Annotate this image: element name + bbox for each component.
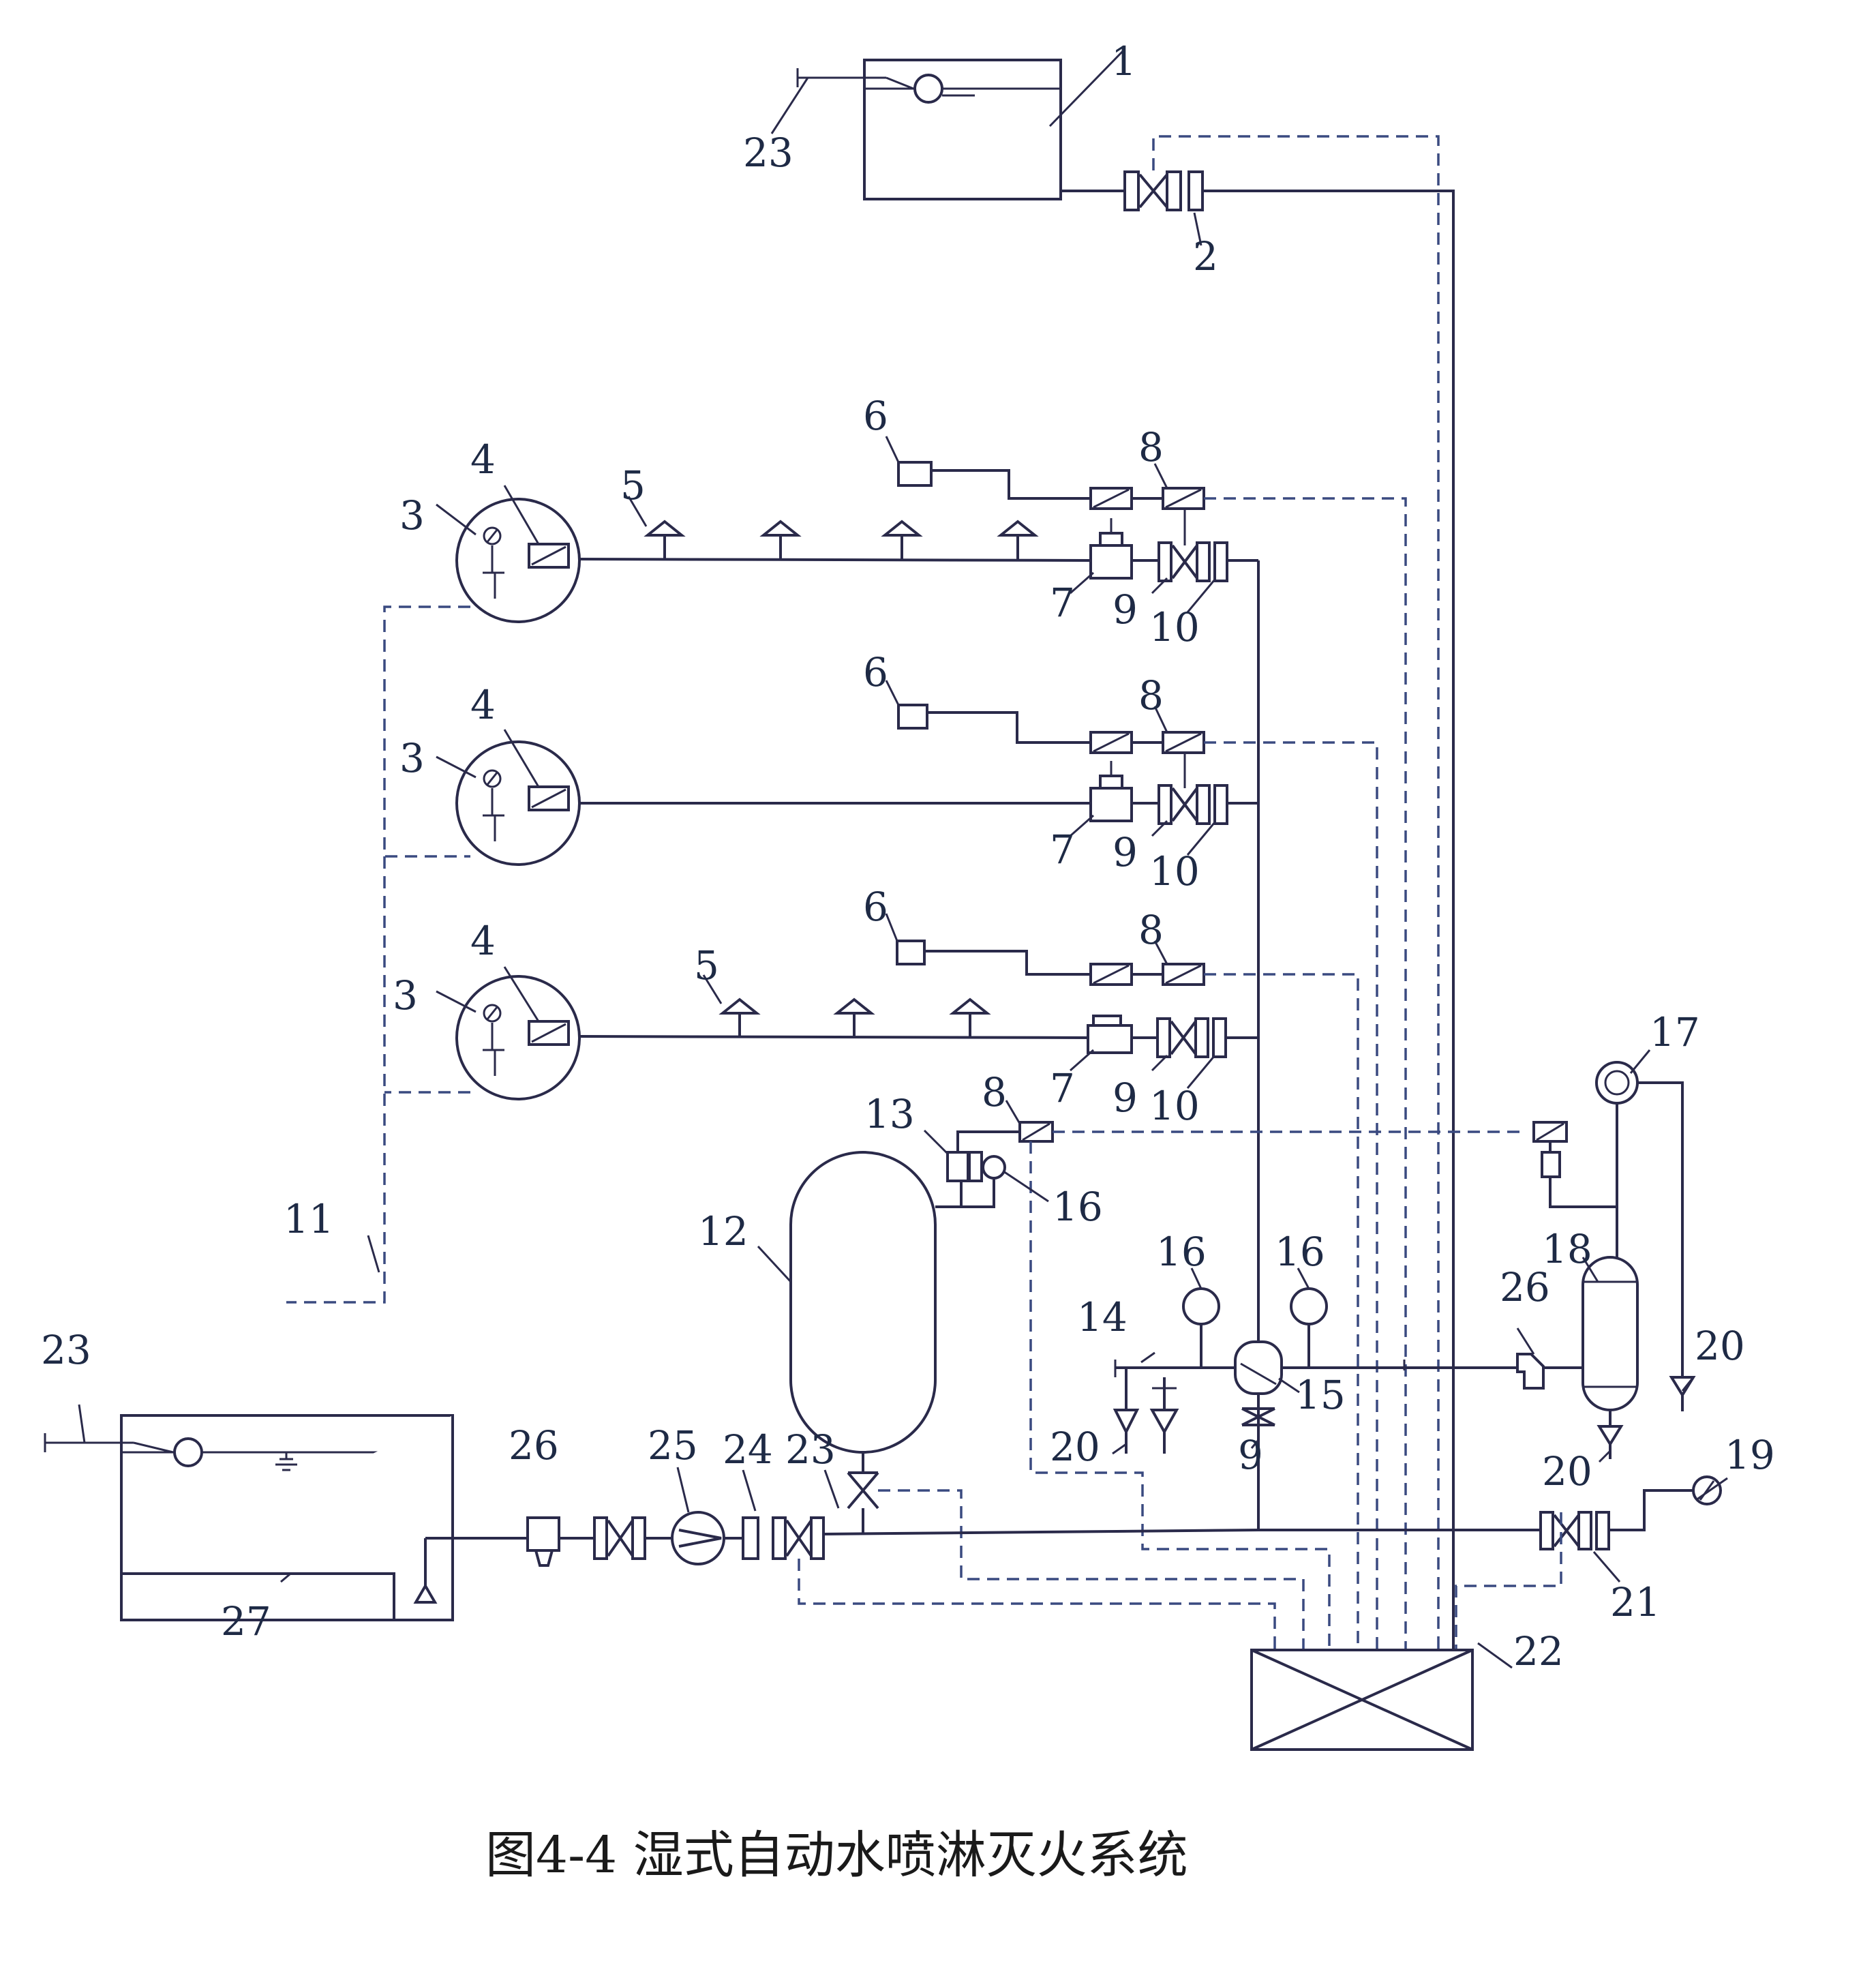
label-6-f1: 6 <box>863 393 888 439</box>
floor-1-branch <box>455 461 1407 1650</box>
sprinkler-head <box>718 997 991 1036</box>
label-19: 19 <box>1725 1432 1775 1478</box>
label-9-f2: 9 <box>1113 829 1138 875</box>
label-23-left: 23 <box>41 1327 91 1373</box>
label-10-f3: 10 <box>1149 1083 1200 1129</box>
label-7-f3: 7 <box>1050 1065 1075 1111</box>
label-22: 22 <box>1513 1628 1564 1675</box>
label-15: 15 <box>1295 1372 1346 1418</box>
label-9-alarm: 9 <box>1238 1432 1263 1478</box>
label-21: 21 <box>1610 1579 1661 1625</box>
label-20-chamber: 20 <box>1542 1448 1592 1495</box>
label-11: 11 <box>284 1196 334 1242</box>
label-1: 1 <box>1111 38 1136 85</box>
floor-2-branch <box>455 704 1378 1650</box>
label-13: 13 <box>864 1091 915 1137</box>
label-9-f1: 9 <box>1113 586 1138 633</box>
label-7-f2: 7 <box>1050 826 1075 873</box>
label-16-tank: 16 <box>1053 1184 1103 1230</box>
fire-control-panel-22 <box>1250 1642 1513 1751</box>
label-27: 27 <box>221 1598 271 1645</box>
retard-chamber-18 <box>1516 1061 1696 1459</box>
label-5-f3: 5 <box>694 942 719 989</box>
label-3-f2: 3 <box>399 735 425 781</box>
leader-lines <box>436 436 1728 1501</box>
label-8-f3: 8 <box>1138 907 1164 953</box>
pressure-tank-12 <box>789 1121 1522 1650</box>
label-26-chamber: 26 <box>1500 1264 1550 1310</box>
figure-caption: 图4-4 湿式自动水喷淋灭火系统 <box>485 1826 1188 1885</box>
floor-3-branch <box>455 940 1359 1650</box>
label-6-f2: 6 <box>863 649 888 695</box>
label-8-tank: 8 <box>982 1069 1007 1115</box>
detector-wiring-11 <box>286 605 470 1304</box>
label-7-f1: 7 <box>1050 580 1075 626</box>
label-23-top: 23 <box>743 130 793 176</box>
signal-line-roof <box>1152 135 1440 1650</box>
label-20-alarm: 20 <box>1050 1424 1100 1470</box>
label-9-f3: 9 <box>1113 1075 1138 1121</box>
label-20-bell: 20 <box>1695 1323 1745 1369</box>
label-25: 25 <box>648 1422 698 1469</box>
label-3-f1: 3 <box>399 492 425 539</box>
label-5-f1: 5 <box>620 462 646 509</box>
label-12: 12 <box>698 1208 748 1255</box>
label-10-f2: 10 <box>1149 848 1200 895</box>
label-26-pump: 26 <box>509 1422 559 1469</box>
label-23-pump: 23 <box>785 1426 836 1473</box>
label-4-f2: 4 <box>470 682 496 728</box>
gate-valve-2 <box>1061 170 1445 246</box>
label-3-f3: 3 <box>393 972 418 1019</box>
label-6-f3: 6 <box>863 884 888 930</box>
callout-labels: 1 2 23 3 3 3 4 4 4 5 5 6 6 6 7 7 7 8 8 8… <box>41 38 1775 1675</box>
label-18: 18 <box>1542 1226 1592 1272</box>
label-4-f3: 4 <box>470 918 496 964</box>
label-16-left: 16 <box>1156 1229 1207 1275</box>
label-8-f2: 8 <box>1138 672 1164 719</box>
pump-suction-line <box>44 1404 1276 1650</box>
roof-water-tank <box>770 48 1126 200</box>
alarm-valve-15 <box>1113 1287 1517 1454</box>
label-10-f1: 10 <box>1149 604 1200 650</box>
label-16-right: 16 <box>1275 1229 1325 1275</box>
label-17: 17 <box>1650 1009 1700 1055</box>
label-4-f1: 4 <box>470 436 496 483</box>
sprinkler-head <box>644 520 1039 560</box>
label-24: 24 <box>723 1426 773 1473</box>
label-8-f1: 8 <box>1138 424 1164 470</box>
roof-feed-pipe <box>1445 190 1455 1650</box>
label-14: 14 <box>1077 1294 1128 1340</box>
label-2: 2 <box>1193 233 1218 280</box>
